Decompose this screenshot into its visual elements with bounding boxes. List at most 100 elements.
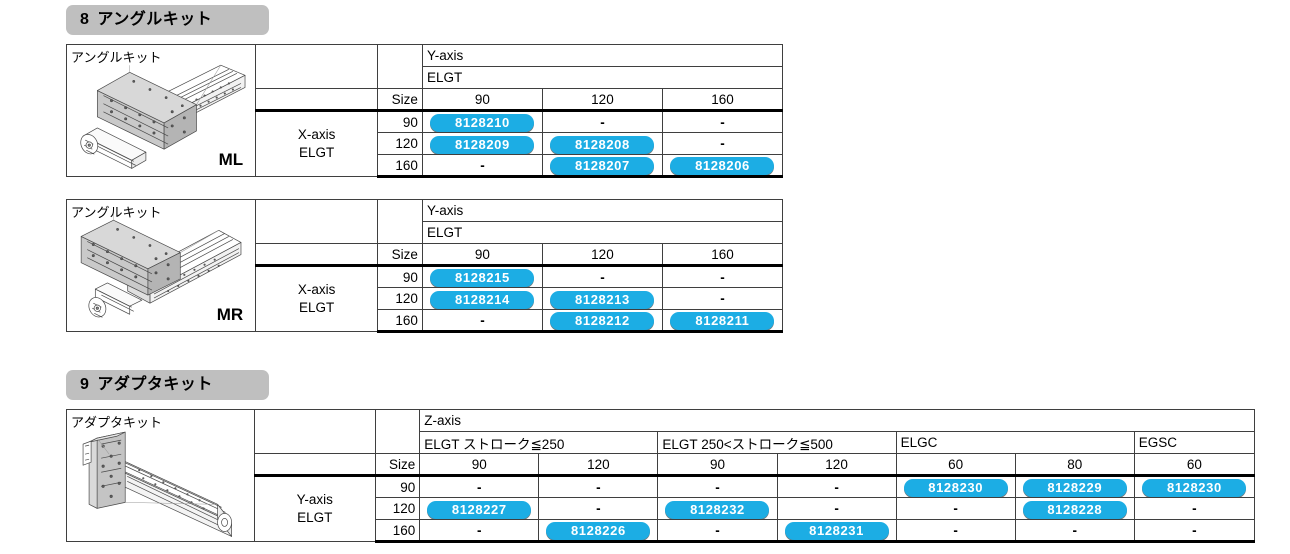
col-header-size-0: 90	[421, 243, 543, 267]
angle-kit-ml-table: アングルキット ML Y-axis ELGT Size 90 120 160	[65, 44, 784, 178]
cell-mr-1-0: 8128214	[421, 287, 543, 310]
section-badge-9: 9 アダプタキット	[66, 370, 269, 400]
part-number-pill[interactable]: 8128226	[546, 522, 651, 539]
section-title: アングルキット	[97, 11, 213, 28]
group-header-0: ELGT ストローク≦250	[419, 431, 659, 454]
cell-ad-0-3: -	[776, 475, 897, 498]
group-header-1: ELGT 250<ストローク≦500	[657, 431, 897, 454]
part-number-pill[interactable]: 8128214	[430, 290, 535, 309]
cell-ad-1-2: 8128232	[657, 497, 778, 520]
part-number-pill[interactable]: 8128232	[665, 500, 770, 519]
part-number-pill[interactable]: 8128206	[670, 157, 775, 174]
table-header-row-axis: アングルキット ML Y-axis	[65, 44, 784, 177]
col-header-size-2: 160	[661, 88, 784, 112]
section-number: 9	[80, 376, 90, 393]
row-axis-label-line2: ELGT	[297, 510, 333, 525]
cell-ad-2-4: -	[895, 519, 1016, 543]
table-row: 120 8128209 8128208 -	[67, 132, 784, 155]
cell-ml-1-1: 8128208	[541, 132, 663, 155]
cell-mr-0-0: 8128215	[421, 265, 543, 288]
section-number: 8	[80, 11, 90, 28]
row-axis-label: Y-axis ELGT	[253, 475, 376, 542]
col-series-header: ELGT	[421, 221, 784, 244]
cell-ad-2-3: 8128231	[776, 519, 897, 543]
cell-ad-2-5: -	[1014, 519, 1135, 543]
col-header-size-0: 90	[419, 453, 540, 477]
col-header-size-1: 120	[541, 88, 663, 112]
cell-ad-1-1: -	[538, 497, 659, 520]
part-number-pill[interactable]: 8128212	[550, 312, 655, 329]
group-header-3: EGSC	[1133, 431, 1256, 454]
part-number-pill[interactable]: 8128229	[1022, 479, 1127, 497]
table-row: X-axis ELGT 90 8128210 - -	[67, 110, 784, 177]
row-axis-label-line1: X-axis	[297, 281, 336, 297]
part-number-pill[interactable]: 8128231	[784, 522, 889, 539]
section-badge-8: 8 アングルキット	[66, 5, 269, 35]
blank-header-cell	[255, 243, 379, 267]
section-title: アダプタキット	[97, 376, 213, 393]
blank-header-cell	[253, 453, 376, 477]
col-header-size-4: 60	[895, 453, 1016, 477]
blank-header-cell	[377, 44, 423, 89]
col-axis-header: Z-axis	[419, 409, 1255, 432]
part-number-pill[interactable]: 8128213	[550, 290, 655, 309]
cell-mr-1-2: -	[661, 287, 784, 310]
blank-header-cell	[255, 88, 379, 112]
cell-ml-0-0: 8128210	[421, 110, 543, 133]
product-image-cell-mr: アングルキット MR	[65, 199, 257, 332]
part-number-pill[interactable]: 8128215	[430, 269, 535, 287]
product-image-cell-adapter: アダプタキット	[66, 409, 255, 542]
cell-ml-2-0: -	[421, 154, 543, 178]
part-number-pill[interactable]: 8128209	[430, 135, 535, 154]
cell-mr-2-1: 8128212	[541, 309, 663, 333]
cell-ad-2-6: -	[1133, 519, 1256, 543]
part-number-pill[interactable]: 8128228	[1022, 500, 1127, 519]
image-caption-label: アダプタキット	[71, 415, 163, 430]
row-header-size-0: 90	[377, 110, 423, 133]
row-header-size-2: 160	[374, 519, 421, 543]
angle-kit-ml-drawing	[80, 64, 246, 169]
part-number-pill[interactable]: 8128211	[670, 312, 775, 329]
part-number-pill[interactable]: 8128230	[1142, 479, 1247, 497]
cell-ad-0-1: -	[538, 475, 659, 498]
cell-mr-0-2: -	[661, 265, 784, 288]
blank-header-cell	[253, 409, 376, 454]
table-header-row-axis: アダプタキット Z-axis	[66, 409, 1255, 542]
cell-ad-2-0: -	[419, 519, 540, 543]
part-number-pill[interactable]: 8128210	[430, 114, 535, 132]
cell-ad-0-5: 8128229	[1014, 475, 1135, 498]
part-number-pill[interactable]: 8128230	[903, 479, 1008, 497]
size-label: Size	[374, 453, 421, 477]
cell-ml-1-0: 8128209	[421, 132, 543, 155]
part-number-pill[interactable]: 8128208	[550, 135, 655, 154]
cell-ml-2-2: 8128206	[661, 154, 784, 178]
col-header-size-0: 90	[421, 88, 543, 112]
cell-ad-0-2: -	[657, 475, 778, 498]
part-number-pill[interactable]: 8128227	[427, 500, 532, 519]
cell-ad-1-4: -	[895, 497, 1016, 520]
group-header-2: ELGC	[895, 431, 1135, 454]
col-axis-header: Y-axis	[421, 199, 784, 222]
table-header-row-size: Size 90 120 160	[67, 243, 784, 267]
row-header-size-0: 90	[377, 265, 423, 288]
row-header-size-1: 120	[374, 497, 421, 520]
row-axis-label: X-axis ELGT	[255, 265, 379, 332]
cell-ad-1-0: 8128227	[419, 497, 540, 520]
part-number-pill[interactable]: 8128207	[550, 157, 655, 174]
angle-kit-mr-table: アングルキット MR Y-axis ELGT Size 90 120 160	[65, 199, 784, 333]
table-header-row-size: Size 90 120 90 120 60 80 60	[67, 453, 1256, 477]
col-series-header: ELGT	[421, 66, 784, 89]
cell-ad-2-2: -	[657, 519, 778, 543]
cell-ad-0-0: -	[419, 475, 540, 498]
table-row: X-axis ELGT 90 8128215 - -	[67, 265, 784, 332]
row-header-size-2: 160	[377, 309, 423, 333]
angle-kit-mr-drawing	[80, 214, 242, 318]
table-header-row-size: Size 90 120 160	[67, 88, 784, 112]
cell-ml-0-2: -	[661, 110, 784, 133]
size-label: Size	[377, 88, 423, 112]
cell-ml-2-1: 8128207	[541, 154, 663, 178]
blank-header-cell	[255, 199, 379, 244]
col-header-size-3: 120	[776, 453, 897, 477]
col-header-size-2: 160	[661, 243, 784, 267]
row-header-size-1: 120	[377, 132, 423, 155]
